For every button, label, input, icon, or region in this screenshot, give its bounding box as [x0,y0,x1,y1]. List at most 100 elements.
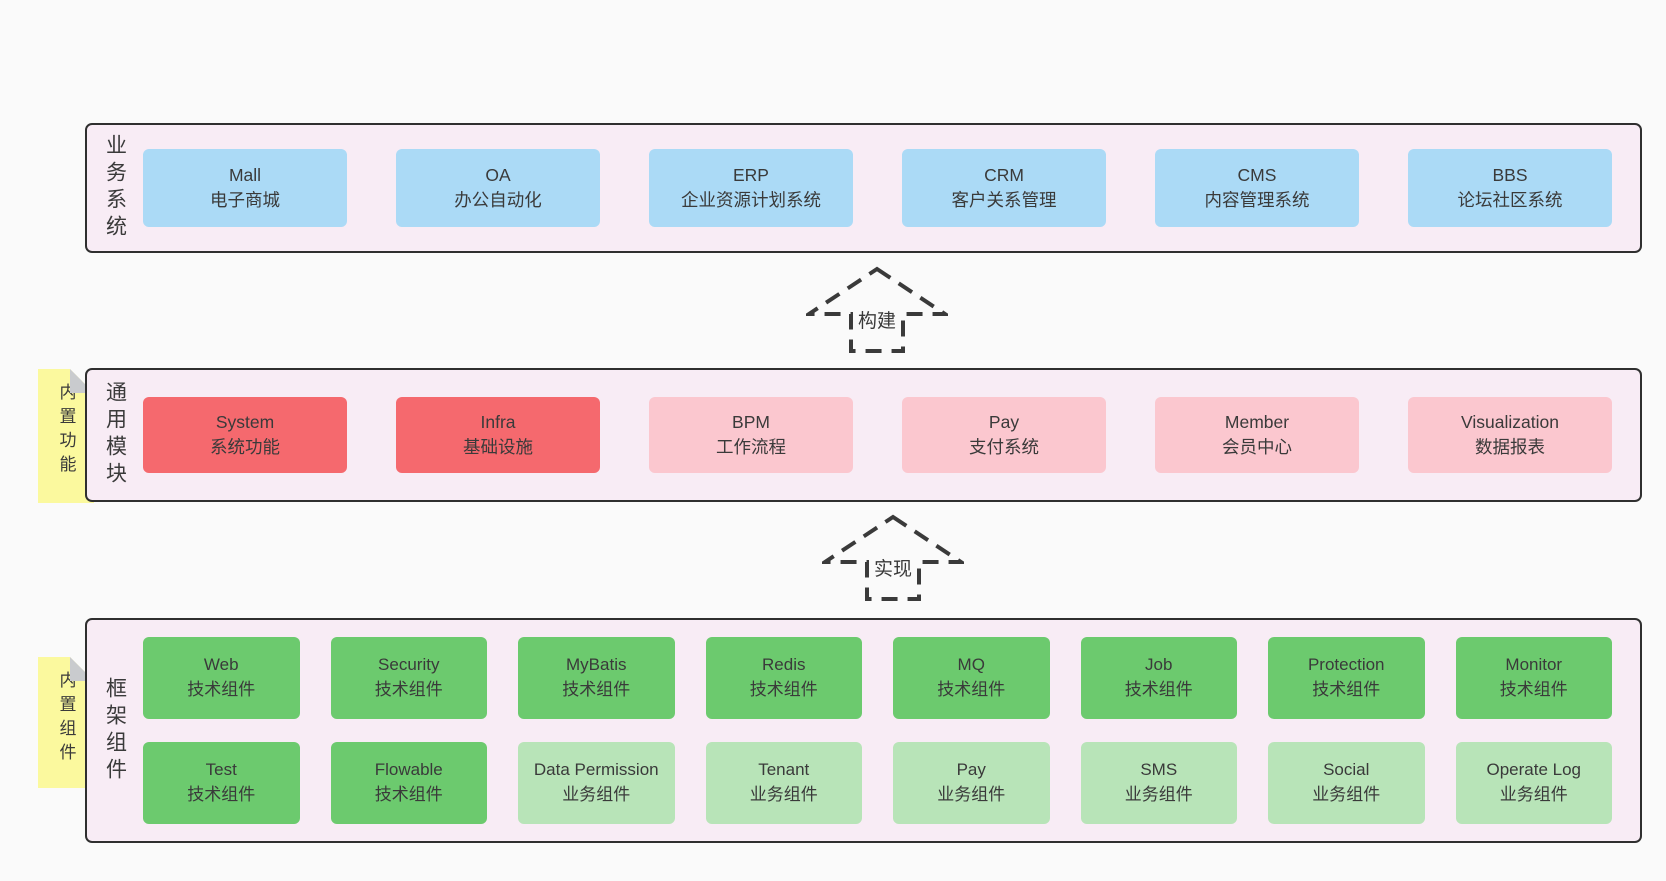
box-title: SMS [1140,760,1178,780]
box-title: BPM [732,411,770,432]
box-security: Security 技术组件 [330,637,487,719]
box-subtitle: 技术组件 [937,680,1006,699]
section-business-systems: 业务系统 Mall 电子商城 OA 办公自动化 ERP 企业资源计划系统 CRM 客户关系管理… [85,123,1642,253]
box-subtitle: 内容管理系统 [1204,190,1310,210]
box-subtitle: 客户关系管理 [951,190,1057,210]
box-subtitle: 数据报表 [1475,437,1545,457]
box-infra: Infra 基础设施 [396,397,600,473]
box-subtitle: 业务组件 [749,785,818,804]
box-title: Operate Log [1486,760,1581,780]
box-subtitle: 企业资源计划系统 [681,190,821,210]
box-subtitle: 技术组件 [1499,680,1568,699]
box-title: ERP [733,164,769,185]
box-title: Protection [1307,655,1385,675]
box-system: System 系统功能 [143,397,347,473]
box-subtitle: 技术组件 [562,680,631,699]
box-title: Web [203,655,239,675]
box-subtitle: 基础设施 [463,437,533,457]
box-title: Monitor [1505,655,1563,675]
box-social: Social 业务组件 [1268,742,1425,824]
box-tenant: Tenant 业务组件 [705,742,862,824]
arrow-label: 实现 [868,554,918,581]
box-subtitle: 电子商城 [210,190,280,210]
box-title: Test [205,760,237,780]
box-title: MyBatis [566,655,627,675]
box-title: Member [1224,411,1290,432]
box-title: BBS [1492,164,1528,185]
box-title: Social [1323,760,1370,780]
sticky-note-label: 内置功能 [56,383,76,479]
box-title: Security [378,655,440,675]
box-subtitle: 办公自动化 [454,190,542,210]
box-title: Job [1145,655,1173,675]
sticky-note-builtin-features: 内置功能 [38,369,94,503]
box-title: Infra [480,411,516,432]
box-title: Pay [956,760,986,780]
box-title: MQ [957,655,985,675]
box-subtitle: 技术组件 [1312,680,1381,699]
box-member: Member 会员中心 [1155,397,1359,473]
dashed-up-arrow-icon [806,266,948,353]
box-protection: Protection 技术组件 [1268,637,1425,719]
box-title: CRM [984,164,1024,185]
box-title: System [215,411,275,432]
box-subtitle: 业务组件 [562,785,631,804]
implement-arrow: 实现 [822,514,964,602]
box-sms: SMS 业务组件 [1080,742,1237,824]
box-subtitle: 论坛社区系统 [1457,190,1563,210]
box-subtitle: 业务组件 [1499,785,1568,804]
box-visualization: Visualization 数据报表 [1408,397,1612,473]
box-mybatis: MyBatis 技术组件 [518,637,675,719]
box-crm: CRM 客户关系管理 [902,149,1106,227]
box-subtitle: 技术组件 [374,785,443,804]
box-oa: OA 办公自动化 [396,149,600,227]
box-operate-log: Operate Log 业务组件 [1455,742,1612,824]
box-title: Flowable [374,760,443,780]
box-title: Visualization [1461,411,1559,432]
section-title: 业务系统 [103,134,127,242]
box-bpm: BPM 工作流程 [649,397,853,473]
box-subtitle: 工作流程 [716,437,786,457]
box-mq: MQ 技术组件 [893,637,1050,719]
box-title: Data Permission [533,760,659,780]
sticky-note-label: 内置组件 [56,671,76,767]
box-subtitle: 技术组件 [187,680,256,699]
box-title: Mall [228,164,262,185]
business-systems-boxes: Mall 电子商城 OA 办公自动化 ERP 企业资源计划系统 CRM 客户关系管理 CMS 内容… [143,125,1640,251]
box-title: CMS [1237,164,1277,185]
box-flowable: Flowable 技术组件 [330,742,487,824]
box-mall: Mall 电子商城 [143,149,347,227]
build-arrow: 构建 [806,266,948,354]
box-title: Redis [762,655,806,675]
box-title: Tenant [758,760,810,780]
box-subtitle: 业务组件 [937,785,1006,804]
section-title: 通用模块 [103,381,127,489]
box-subtitle: 系统功能 [210,437,280,457]
box-pay: Pay 业务组件 [893,742,1050,824]
box-bbs: BBS 论坛社区系统 [1408,149,1612,227]
box-monitor: Monitor 技术组件 [1455,637,1612,719]
dashed-up-arrow-icon [822,514,964,601]
section-framework-components: 框架组件 Web 技术组件 Security 技术组件 MyBatis 技术组件 Redis… [85,618,1642,843]
box-subtitle: 会员中心 [1222,437,1292,457]
section-title: 框架组件 [103,676,127,785]
box-cms: CMS 内容管理系统 [1155,149,1359,227]
box-erp: ERP 企业资源计划系统 [649,149,853,227]
box-title: OA [485,164,511,185]
box-web: Web 技术组件 [143,637,300,719]
box-data-permission: Data Permission 业务组件 [518,742,675,824]
box-subtitle: 业务组件 [1124,785,1193,804]
box-subtitle: 业务组件 [1312,785,1381,804]
box-subtitle: 技术组件 [374,680,443,699]
arrow-label: 构建 [852,306,902,333]
